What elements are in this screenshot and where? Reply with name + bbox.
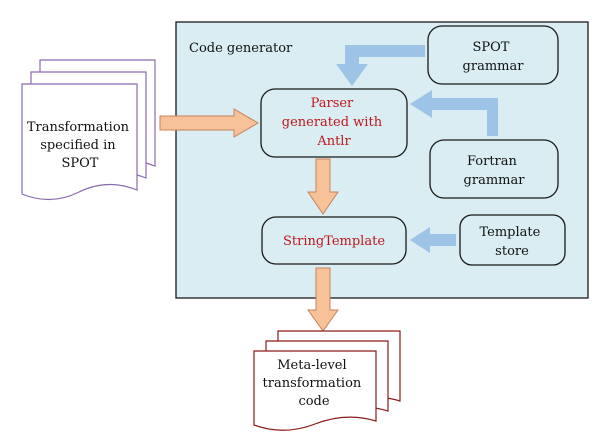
input-document-stack [21,59,156,201]
spot-grammar-box [427,25,559,85]
output-doc-text: Meta-level transformation code [263,358,366,409]
arrow-template-store-to-stringtemplate [410,227,456,253]
output-doc-front [253,350,377,431]
spot-grammar-text: SPOT grammar [463,40,525,74]
fortran-grammar-box [429,139,559,199]
stringtemplate-text: StringTemplate [283,234,385,249]
arrow-parser-to-stringtemplate [307,158,339,215]
arrow-spot-grammar-to-parser [336,45,425,86]
output-document-stack [253,330,401,431]
arrow-fortran-grammar-to-parser [410,90,498,136]
template-store-box [459,214,566,266]
parser-text: Parser generated with Antlr [282,96,386,149]
arrow-stringtemplate-to-output [307,267,339,332]
template-store-text: Template store [480,225,545,259]
input-doc-text: Transformation specified in SPOT [27,120,133,171]
stringtemplate-box [261,216,407,265]
panel-label: Code generator [189,41,293,56]
input-doc-front [21,83,138,201]
parser-box [260,88,408,158]
arrow-input-to-parser [159,108,259,138]
fortran-grammar-text: Fortran grammar [464,154,526,188]
